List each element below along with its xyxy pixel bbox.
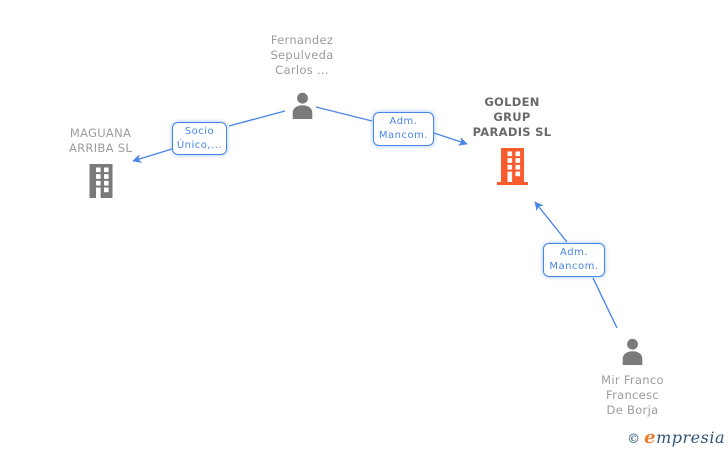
edge-label-socio-unico[interactable]: Socio Único,... bbox=[172, 122, 227, 155]
building-icon-highlighted bbox=[496, 148, 528, 185]
node-label-mir: Mir Franco Francesc De Borja bbox=[601, 373, 664, 417]
copyright-icon: © bbox=[627, 432, 641, 447]
edge-adm-box-to-golden-arrow-2 bbox=[534, 201, 568, 243]
edge-label-line: Mancom. bbox=[378, 130, 429, 141]
node-person-mir-franco[interactable]: Mir Franco Francesc De Borja bbox=[560, 337, 705, 418]
edge-label-line: Único,... bbox=[176, 139, 223, 151]
node-company-golden-grup-paradis[interactable]: GOLDEN GRUP PARADIS SL bbox=[442, 95, 582, 185]
edge-adm-box-to-golden-arrow bbox=[433, 132, 468, 146]
building-icon bbox=[89, 164, 112, 198]
node-label-maguana: MAGUANA ARRIBA SL bbox=[68, 126, 133, 155]
edge-socio-box-to-maguana-arrow bbox=[132, 148, 173, 163]
brand-wordmark: empresia bbox=[644, 427, 725, 448]
edge-label-line: Socio bbox=[184, 125, 215, 137]
person-icon bbox=[292, 92, 312, 119]
edge-label-line: Mancom. bbox=[549, 261, 599, 272]
edge-mir-to-adm-box bbox=[592, 277, 618, 329]
empresia-logo[interactable]: © empresia bbox=[627, 427, 725, 448]
edge-label-adm-mancom-1[interactable]: Adm. Mancom. bbox=[373, 112, 434, 146]
node-company-maguana[interactable]: MAGUANA ARRIBA SL bbox=[28, 126, 173, 198]
node-label-golden: GOLDEN GRUP PARADIS SL bbox=[472, 95, 552, 139]
edge-label-adm-mancom-2[interactable]: Adm. Mancom. bbox=[543, 243, 605, 277]
edge-fernandez-to-adm-box bbox=[315, 106, 373, 122]
edge-label-line: Adm. bbox=[389, 116, 418, 127]
edge-fernandez-to-socio-box bbox=[228, 110, 286, 127]
node-label-fernandez: Fernandez Sepulveda Carlos ... bbox=[270, 33, 334, 77]
node-person-fernandez[interactable]: Fernandez Sepulveda Carlos ... bbox=[222, 33, 382, 119]
person-icon bbox=[622, 338, 643, 365]
edge-label-line: Adm. bbox=[560, 247, 588, 258]
